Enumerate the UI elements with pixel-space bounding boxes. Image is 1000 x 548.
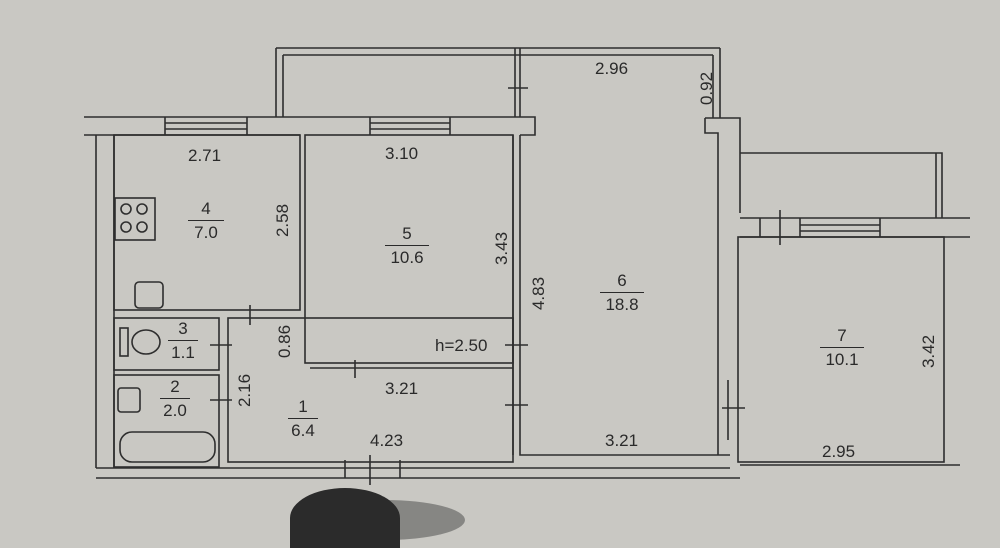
dim-room6-bottom: 3.21 xyxy=(605,431,639,450)
dim-kitchen-width: 2.71 xyxy=(188,146,222,165)
photo-obstruction xyxy=(290,488,400,548)
dim-room7-depth: 3.42 xyxy=(919,334,939,369)
ceiling-height: h=2.50 xyxy=(435,336,488,355)
dim-hall-corridor: 0.86 xyxy=(275,324,295,359)
dim-room6-depth: 4.83 xyxy=(529,276,549,311)
dim-balcony-depth: 0.92 xyxy=(697,71,717,106)
floor-plan-walls xyxy=(84,47,970,485)
dim-room5-bottom: 3.21 xyxy=(385,379,419,398)
dim-room5-depth: 3.43 xyxy=(492,231,512,266)
dim-hall-height: 2.16 xyxy=(235,373,255,408)
dim-hall-width: 4.23 xyxy=(370,431,404,450)
dim-room5-width: 3.10 xyxy=(385,144,419,163)
dim-kitchen-depth: 2.58 xyxy=(273,203,293,238)
dim-balcony-width: 2.96 xyxy=(595,59,629,78)
dim-room7-width: 2.95 xyxy=(822,442,856,461)
